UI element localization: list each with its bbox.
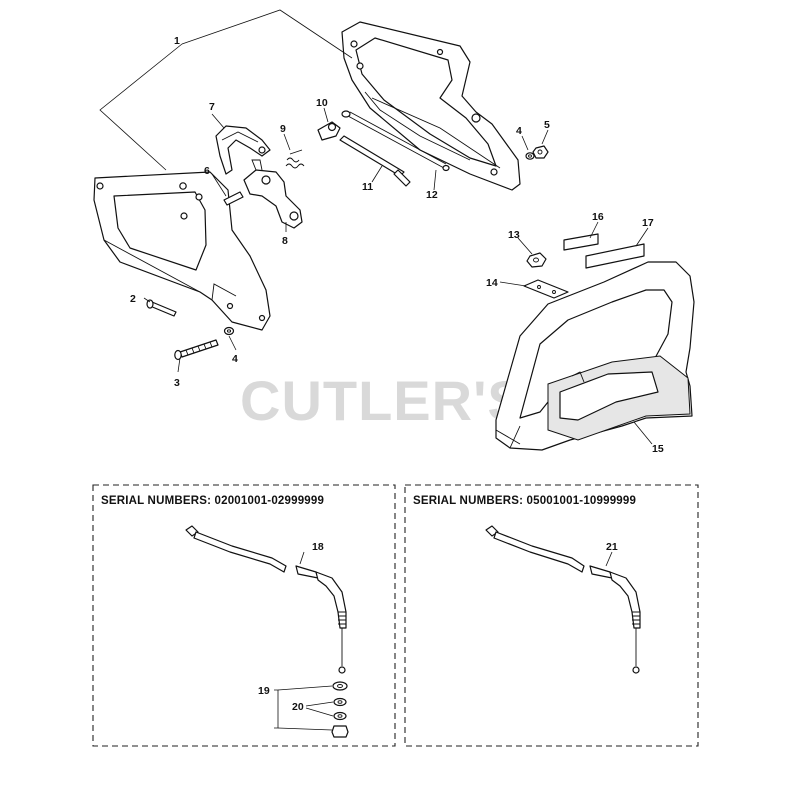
throttle-trigger <box>243 159 303 229</box>
callout-20: 20 <box>292 701 304 713</box>
throttle-cable-21 <box>485 525 641 674</box>
washer-lower <box>223 326 235 336</box>
callout-19: 19 <box>258 685 270 697</box>
callout-17: 17 <box>642 217 654 229</box>
callout-13: 13 <box>508 229 520 241</box>
callout-16: 16 <box>592 211 604 223</box>
watermark: CUTLER'S <box>240 369 526 432</box>
callout-9: 9 <box>280 123 286 135</box>
washer-upper <box>525 152 535 160</box>
callout-4-lower: 4 <box>232 353 238 365</box>
trigger-spring <box>285 149 305 169</box>
cable-end-fitting <box>317 121 341 141</box>
callout-7: 7 <box>209 101 215 113</box>
leader-lines-upper <box>99 9 653 445</box>
left-handle-plate <box>93 171 271 331</box>
callout-12: 12 <box>426 189 438 201</box>
serial-box-1-title: SERIAL NUMBERS: 02001001-02999999 <box>101 495 324 507</box>
callout-15: 15 <box>652 443 664 455</box>
pivot-pin <box>223 191 244 206</box>
serial-box-2: SERIAL NUMBERS: 05001001-10999999 21 <box>404 484 699 747</box>
decal-16 <box>563 233 599 251</box>
callout-10: 10 <box>316 97 328 109</box>
callout-11: 11 <box>362 181 373 193</box>
screw-short <box>146 299 177 317</box>
nut-13 <box>526 252 547 268</box>
serial-box-2-title: SERIAL NUMBERS: 05001001-10999999 <box>413 495 636 507</box>
callout-21: 21 <box>606 541 618 553</box>
long-bolt <box>174 339 219 361</box>
callout-6: 6 <box>204 165 210 177</box>
bracket-plate-14 <box>523 279 569 299</box>
connecting-rod <box>341 110 450 172</box>
callout-18: 18 <box>312 541 324 553</box>
callout-4-upper: 4 <box>516 125 522 137</box>
right-handle-plate <box>341 21 521 191</box>
serial-box-1: SERIAL NUMBERS: 02001001-02999999 18 19 <box>92 484 396 747</box>
callout-8: 8 <box>282 235 288 247</box>
nut-upper <box>532 145 549 159</box>
decal-17 <box>585 243 645 269</box>
callout-2: 2 <box>130 293 136 305</box>
hardware-stack <box>331 681 349 738</box>
callout-1: 1 <box>174 35 180 47</box>
front-handle-15 <box>495 261 695 451</box>
callout-14: 14 <box>486 277 498 289</box>
callout-5: 5 <box>544 119 550 131</box>
throttle-cable-18 <box>185 525 347 674</box>
trigger-lever <box>215 125 271 175</box>
throttle-cable <box>339 135 411 187</box>
callout-3: 3 <box>174 377 180 389</box>
